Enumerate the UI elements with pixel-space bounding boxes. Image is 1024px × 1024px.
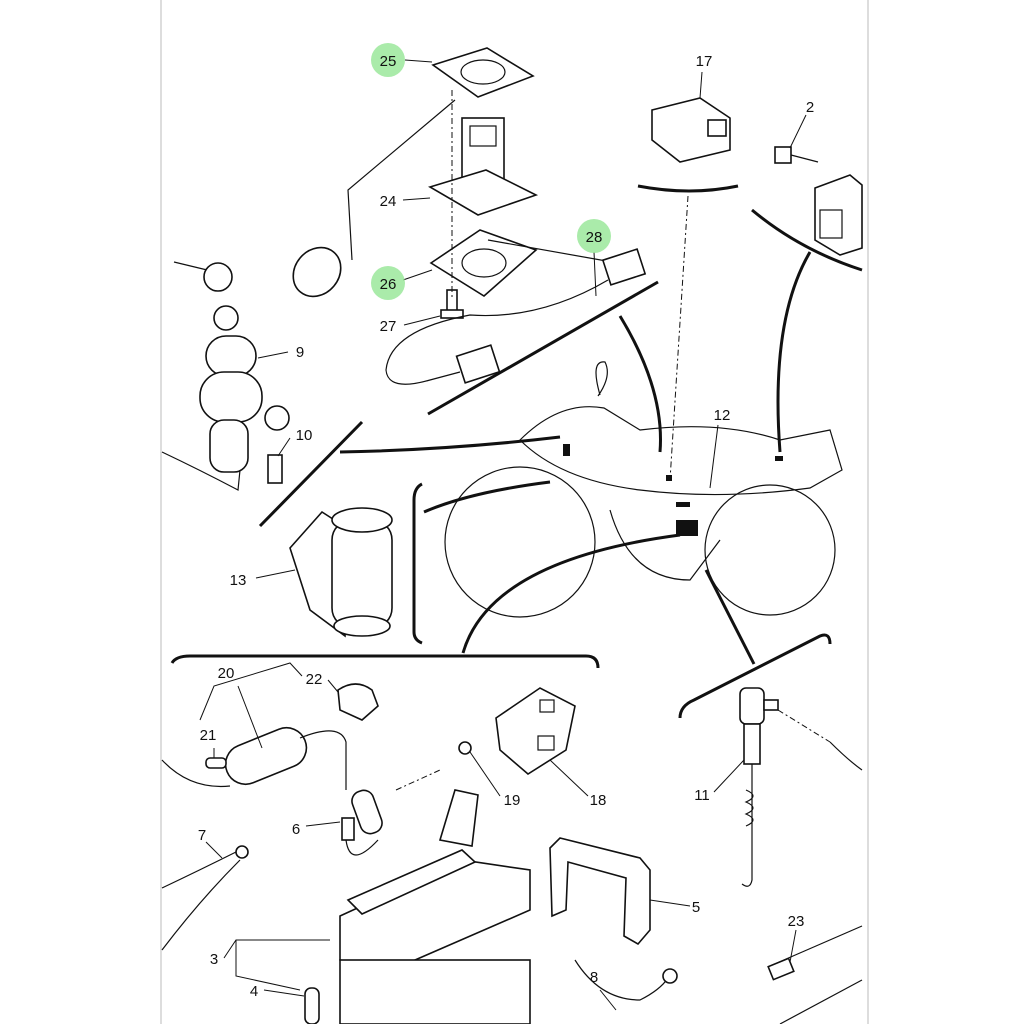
relay-group xyxy=(637,97,739,481)
highlight-25 xyxy=(371,43,405,77)
label-25[interactable]: 25 xyxy=(380,53,397,70)
label-3[interactable]: 3 xyxy=(210,951,218,968)
label-19[interactable]: 19 xyxy=(504,792,521,809)
highlight-28 xyxy=(577,219,611,253)
sub-harness-group xyxy=(385,239,659,416)
label-21[interactable]: 21 xyxy=(200,727,217,744)
label-18[interactable]: 18 xyxy=(590,792,607,809)
label-20[interactable]: 20 xyxy=(218,665,235,682)
label-8[interactable]: 8 xyxy=(590,969,598,986)
label-4[interactable]: 4 xyxy=(250,983,258,1000)
fuel-sender-group xyxy=(292,47,539,319)
leader-lines xyxy=(199,59,807,1011)
highlight-26 xyxy=(371,266,405,300)
bolt-and-module-group xyxy=(751,146,863,453)
label-17[interactable]: 17 xyxy=(696,53,713,70)
label-7[interactable]: 7 xyxy=(198,827,206,844)
main-switch-group xyxy=(161,261,364,528)
label-26[interactable]: 26 xyxy=(380,276,397,293)
bracket-group xyxy=(289,482,423,645)
battery-harness-group xyxy=(161,654,600,856)
label-27[interactable]: 27 xyxy=(380,318,397,335)
label-13[interactable]: 13 xyxy=(230,572,247,589)
battery-group xyxy=(161,837,678,1024)
brake-switch-group xyxy=(678,633,863,1024)
label-10[interactable]: 10 xyxy=(296,427,313,444)
label-28[interactable]: 28 xyxy=(586,229,603,246)
label-12[interactable]: 12 xyxy=(714,407,731,424)
part-labels: 25 24 26 27 28 17 2 9 10 12 13 20 22 21 … xyxy=(198,53,814,1000)
label-5[interactable]: 5 xyxy=(692,899,700,916)
label-23[interactable]: 23 xyxy=(788,913,805,930)
label-24[interactable]: 24 xyxy=(380,193,397,210)
label-6[interactable]: 6 xyxy=(292,821,300,838)
label-2[interactable]: 2 xyxy=(806,99,814,116)
motorcycle-silhouette xyxy=(339,315,843,665)
label-22[interactable]: 22 xyxy=(306,671,323,688)
label-11[interactable]: 11 xyxy=(694,787,710,804)
label-9[interactable]: 9 xyxy=(296,344,304,361)
